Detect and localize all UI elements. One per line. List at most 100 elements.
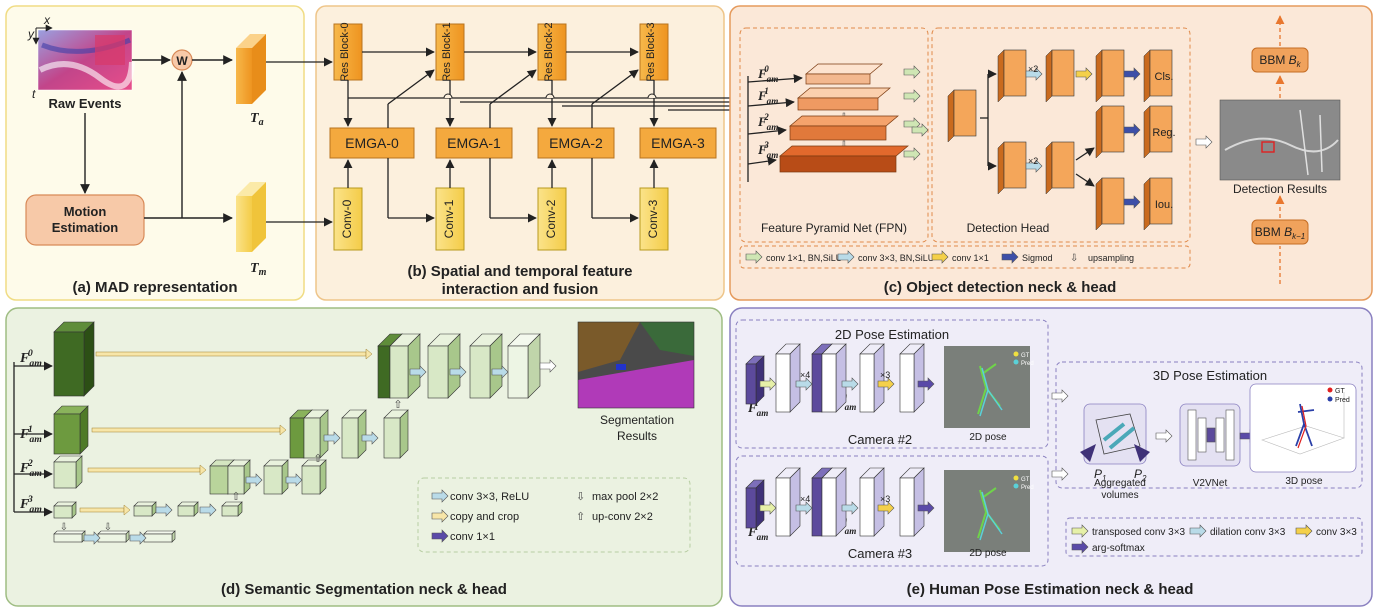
fpn-level-3 — [779, 145, 909, 173]
block-front — [821, 353, 837, 413]
head-to-reg-arrow — [1075, 147, 1095, 161]
camera2-label: Camera #2 — [848, 432, 912, 447]
feature-level: 2 — [27, 458, 33, 469]
cls-out-slab — [1143, 49, 1173, 103]
pose3d-gt-dot — [1327, 387, 1333, 393]
block-front — [775, 353, 791, 413]
conv-rect — [537, 187, 567, 251]
block-front — [263, 465, 283, 495]
res-block-rect — [435, 23, 465, 81]
block-front — [53, 533, 83, 543]
encoder-level-3 — [53, 501, 77, 519]
seg-conv-arrow — [409, 365, 427, 379]
pose-concat — [821, 343, 847, 413]
encoder-level-1 — [53, 405, 89, 455]
res-block-2: Res Block-2 — [537, 22, 567, 82]
fpn-input-arrow — [747, 98, 795, 108]
pose-concat — [821, 467, 847, 537]
slab-side — [1143, 105, 1151, 159]
bbm-text: BBM — [1259, 53, 1288, 67]
v2v-enc-1 — [1187, 409, 1197, 461]
camera-p1 — [1080, 444, 1096, 462]
res-block-label: Res Block-2 — [543, 22, 555, 81]
emga-label: EMGA-0 — [345, 135, 399, 151]
pose-legend-swatch-1 — [1189, 524, 1207, 538]
block-front — [745, 487, 757, 529]
line-hop — [443, 93, 453, 99]
fpn-input-symbol-1: Fam1 — [757, 86, 778, 106]
feature-sub: am — [29, 358, 42, 369]
cls-branch-slab-2 — [1045, 49, 1075, 103]
p1-symbol: P — [1094, 467, 1102, 481]
to-segmentation-arrow — [539, 359, 557, 373]
legend-maxpool-glyph: ⇩ — [576, 491, 585, 503]
pred-legend-label: Pred — [1021, 361, 1034, 367]
res-block-rect — [537, 23, 567, 81]
detection-results-label: Detection Results — [1233, 182, 1327, 196]
head-stem-slab — [947, 89, 977, 143]
pose2d-title: 2D Pose Estimation — [835, 327, 949, 342]
pose-dilation-arrow — [841, 377, 859, 391]
decoder-1-b — [341, 409, 367, 459]
conv-1: Conv-1 — [435, 187, 465, 251]
volume-cube — [1095, 413, 1141, 455]
head-conv3-arrow — [1025, 67, 1043, 81]
max-pool-glyph: ⇩ — [60, 522, 68, 533]
detection-image-trees — [1299, 109, 1323, 176]
emga-rect — [329, 127, 415, 159]
seg-conv-arrow — [199, 503, 217, 517]
feature-base: F — [19, 461, 30, 476]
seg-conv-arrow — [129, 531, 147, 545]
feature-sub: am — [767, 96, 779, 106]
block-front — [859, 353, 875, 413]
slab-side — [1095, 105, 1103, 159]
x4-label: ×4 — [800, 494, 810, 504]
pose-out — [899, 343, 925, 413]
feature-level: 0 — [764, 64, 769, 74]
emga-0: EMGA-0 — [329, 127, 415, 159]
res-block-rect — [333, 23, 363, 81]
fpn-input-arrow — [747, 156, 777, 166]
slab-front — [1101, 177, 1125, 225]
feature-base: F — [747, 524, 757, 539]
fpn-to-head-arrow — [911, 123, 929, 137]
slab-front — [1051, 141, 1075, 189]
slab-side — [947, 89, 955, 143]
fpn-plane-front — [797, 97, 879, 111]
panel-a-caption: (a) MAD representation — [72, 279, 237, 296]
legend-label-3: Sigmod — [1022, 253, 1053, 263]
fpn-input-symbol-0: Fam0 — [757, 64, 778, 84]
fpn-plane-top — [797, 87, 891, 99]
block-side — [755, 479, 765, 529]
slab-front — [1003, 49, 1027, 97]
emga-rect — [639, 127, 717, 159]
motion-estimation-line1: Motion — [64, 204, 107, 219]
conv-rect — [435, 187, 465, 251]
feature-level: 0 — [28, 348, 33, 359]
detection-results-image — [1219, 99, 1341, 181]
seg-results-line2: Results — [617, 429, 657, 443]
block-front — [209, 465, 229, 495]
aggregated-volume — [1080, 403, 1150, 465]
decoder-2-c — [301, 459, 327, 495]
block-side — [755, 355, 765, 405]
legend-conv1-label: conv 1×1 — [450, 531, 495, 543]
fpn-output-arrow — [903, 147, 921, 161]
slab-side — [1095, 177, 1103, 231]
p2-symbol: P — [1134, 467, 1142, 481]
slab-front — [1149, 177, 1173, 225]
panel-b-caption-line2: interaction and fusion — [442, 281, 599, 298]
p2-label: P2 — [1134, 467, 1147, 483]
panel-d-caption: (d) Semantic Segmentation neck & head — [221, 581, 507, 598]
detection-bbox — [1261, 141, 1275, 153]
iou-slab — [1095, 177, 1125, 231]
legend-label-1: conv 3×3, BN,SiLU — [858, 253, 934, 263]
feature-sub: am — [29, 504, 42, 515]
copy-crop-arrow — [95, 351, 367, 357]
ta-feature-block — [236, 34, 266, 104]
motion-estimation-box — [25, 194, 145, 246]
block-side — [83, 321, 95, 397]
